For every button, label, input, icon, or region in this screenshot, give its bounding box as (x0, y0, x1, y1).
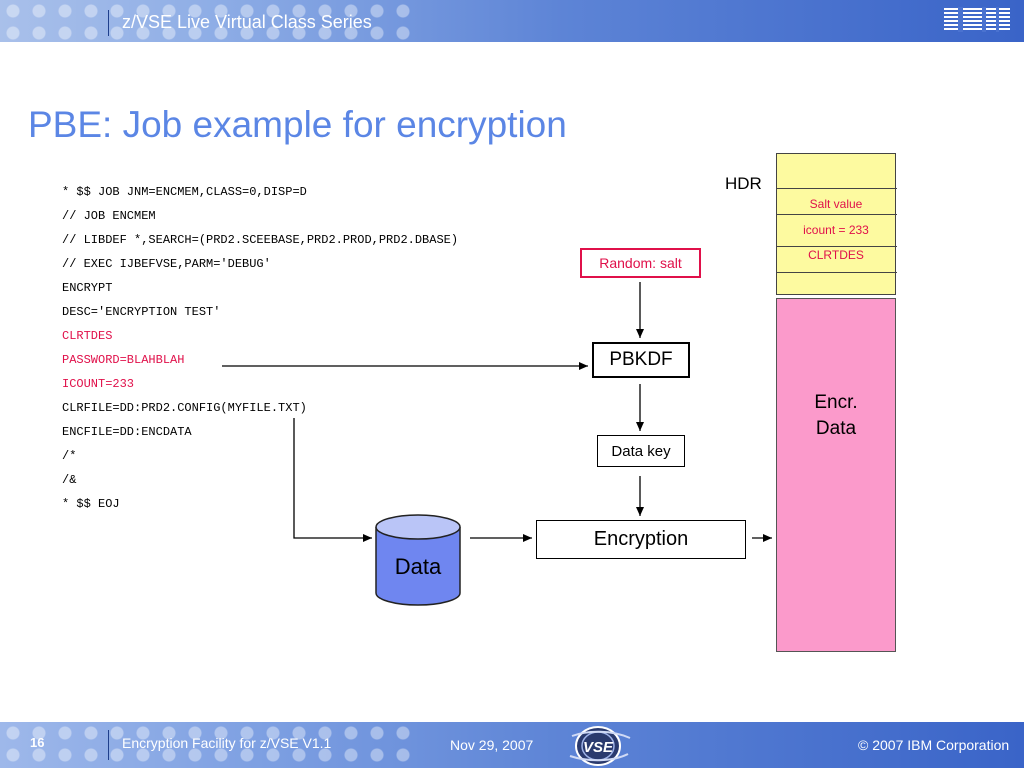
slide-title: PBE: Job example for encryption (28, 104, 567, 145)
footer-pattern (0, 722, 420, 768)
jcl-line: ENCFILE=DD:ENCDATA (62, 425, 192, 439)
course-title: Encryption Facility for z/VSE V1.1 (122, 735, 332, 751)
jcl-line: // JOB ENCMEM (62, 209, 156, 223)
encryption-box: Encryption (536, 520, 746, 559)
jcl-line: /* (62, 449, 77, 463)
jcl-line-password: PASSWORD=BLAHBLAH (62, 353, 185, 367)
ibm-logo-icon (944, 7, 1010, 32)
encr-data-label-line1: Encr. (814, 392, 858, 413)
hdr-divider (777, 246, 897, 247)
header-bar: z/VSE Live Virtual Class Series (0, 0, 1024, 42)
hdr-algorithm: CLRTDES (808, 248, 864, 262)
vse-logo-icon: VSE (569, 726, 631, 766)
hdr-block: Salt value icount = 233 CLRTDES (776, 153, 897, 295)
jcl-line: * $$ EOJ (62, 497, 120, 511)
jcl-line: * $$ JOB JNM=ENCMEM,CLASS=0,DISP=D (62, 185, 307, 199)
hdr-label: HDR (725, 174, 762, 193)
jcl-line-clrfile: CLRFILE=DD:PRD2.CONFIG(MYFILE.TXT) (62, 401, 307, 415)
hdr-divider (777, 188, 897, 189)
jcl-line: // EXEC IJBEFVSE,PARM='DEBUG' (62, 257, 271, 271)
jcl-line: /& (62, 473, 77, 487)
data-key-box: Data key (597, 435, 685, 467)
encr-data-block (776, 298, 896, 652)
series-title: z/VSE Live Virtual Class Series (122, 12, 372, 32)
copyright: © 2007 IBM Corporation (858, 737, 1010, 753)
data-cylinder-label: Data (395, 554, 442, 579)
header-divider (108, 10, 109, 36)
encr-data-label: Encr. Data (776, 390, 896, 442)
footer-divider (108, 730, 109, 760)
data-cylinder-icon (375, 514, 461, 606)
jcl-line: ENCRYPT (62, 281, 113, 295)
random-salt-box: Random: salt (580, 248, 701, 278)
hdr-salt-value: Salt value (809, 197, 863, 211)
pbkdf-box: PBKDF (592, 342, 690, 378)
jcl-line-highlight: ICOUNT=233 (62, 377, 135, 391)
header-pattern (0, 0, 420, 42)
hdr-divider (777, 272, 897, 273)
jcl-line: DESC='ENCRYPTION TEST' (62, 305, 221, 319)
footer-date: Nov 29, 2007 (450, 737, 534, 753)
hdr-icount: icount = 233 (803, 223, 869, 237)
clrfile-to-data-arrow (293, 418, 372, 542)
jcl-line: // LIBDEF *,SEARCH=(PRD2.SCEEBASE,PRD2.P… (62, 233, 459, 247)
encr-data-label-line2: Data (815, 418, 857, 439)
jcl-listing: * $$ JOB JNM=ENCMEM,CLASS=0,DISP=D // JO… (62, 184, 458, 520)
jcl-line-highlight: CLRTDES (62, 329, 113, 343)
page-number: 16 (30, 735, 45, 750)
footer-bar: 16 Encryption Facility for z/VSE V1.1 No… (0, 722, 1024, 768)
hdr-divider (777, 214, 897, 215)
vse-logo-text: VSE (583, 739, 614, 756)
